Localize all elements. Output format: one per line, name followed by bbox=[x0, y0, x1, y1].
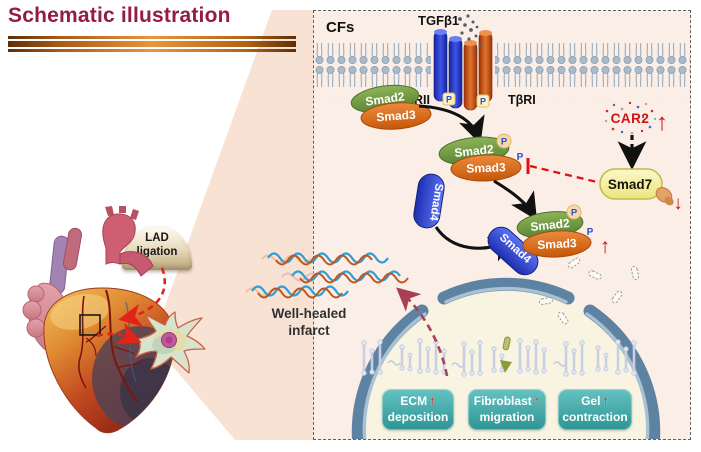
infarct-line2: infarct bbox=[288, 322, 330, 338]
lad-line2: ligation bbox=[136, 246, 178, 259]
degradation-blob-small bbox=[664, 196, 674, 206]
phospho-badge bbox=[566, 204, 582, 220]
smad7-decrease-indicator: ↓ bbox=[673, 193, 683, 214]
outcome-line2: migration bbox=[479, 410, 535, 425]
outcome-line1: Fibroblast bbox=[473, 394, 532, 409]
fibroblast-nucleolus bbox=[165, 336, 173, 344]
phospho-label: P bbox=[587, 227, 594, 238]
smad2-smad3-basal-complex: Smad2 Smad3 bbox=[350, 84, 432, 130]
outcome-line2: deposition bbox=[387, 410, 449, 425]
up-arrow-indicator: ↑ bbox=[429, 393, 436, 409]
tgfb-receptor-complex: P P bbox=[431, 29, 495, 111]
pathway-diagram: P P TGFβ1 TβRII TβRI Smad2 Smad3 Sm bbox=[314, 13, 690, 439]
pulmonary-artery bbox=[119, 251, 154, 277]
phospho-label: P bbox=[501, 137, 508, 148]
outcome-line1: ECM bbox=[400, 394, 428, 409]
smad3-label: Smad3 bbox=[537, 236, 577, 252]
transcription-factor-binding bbox=[500, 336, 512, 373]
page-title: Schematic illustration bbox=[8, 4, 231, 27]
car2-label: CAR2 bbox=[611, 111, 650, 126]
phospho-label: P bbox=[571, 208, 578, 219]
outcome-line2: contraction bbox=[562, 410, 628, 425]
phospho-label: P bbox=[480, 97, 486, 107]
activation-arrow-1 bbox=[418, 104, 485, 145]
smad4-free: Smad4 bbox=[413, 173, 445, 229]
ligation-site-square bbox=[79, 314, 101, 336]
phospho-label: P bbox=[446, 95, 452, 105]
smad-trimeric-complex: Smad4 Smad2 Smad3 P P ↑ bbox=[487, 204, 611, 276]
up-arrow-indicator: ↑ bbox=[602, 393, 609, 409]
smad7-label: Smad7 bbox=[608, 177, 652, 192]
ventricle-highlight bbox=[50, 293, 110, 331]
receptor-phospho-badge-left: P bbox=[442, 92, 456, 106]
accent-bar-top bbox=[8, 36, 296, 39]
smad7-inhibitor: Smad7 ↓ bbox=[599, 168, 683, 214]
tgfb1-ligand bbox=[458, 14, 482, 54]
wedge-shape bbox=[152, 10, 313, 440]
accent-bar-middle bbox=[8, 41, 296, 47]
outcome-gel-contraction: Gel↑ contraction bbox=[558, 389, 632, 430]
complex-increase-indicator: ↑ bbox=[600, 235, 611, 258]
smad4-label: Smad4 bbox=[427, 183, 445, 223]
smad2-label: Smad2 bbox=[530, 216, 571, 234]
cf-pathway-panel: P P TGFβ1 TβRII TβRI Smad2 Smad3 Sm bbox=[313, 10, 691, 440]
phospho-smad2-smad3-complex: Smad2 Smad3 P P bbox=[438, 133, 524, 182]
cell-type-label: CFs bbox=[326, 19, 355, 36]
accent-bar-bottom bbox=[8, 49, 296, 52]
smad7-inhibition-line bbox=[526, 158, 598, 184]
tbrii-receptor bbox=[433, 29, 463, 109]
tgfb1-label: TGFβ1 bbox=[418, 13, 459, 28]
lad-line1: LAD bbox=[145, 232, 169, 244]
well-healed-infarct-label: Well-healed infarct bbox=[250, 306, 368, 340]
receptor-phospho-badge-right: P bbox=[476, 94, 490, 108]
up-arrow-indicator: ↑ bbox=[533, 393, 541, 409]
phospho-label: P bbox=[517, 152, 524, 163]
activation-arrow-2 bbox=[493, 179, 538, 221]
car2-increase-indicator: ↑ bbox=[656, 109, 668, 136]
outcome-ecm-deposition: ECM↑ deposition bbox=[382, 389, 454, 430]
green-arrowhead bbox=[500, 360, 512, 373]
outcome-line1: Gel bbox=[581, 394, 601, 409]
aorta-arch bbox=[62, 206, 139, 271]
infarct-line1: Well-healed bbox=[271, 306, 347, 321]
car2-regulator: CAR2 ↑ bbox=[604, 101, 668, 170]
smad3-label: Smad3 bbox=[376, 108, 417, 125]
car2-speckles bbox=[604, 101, 657, 135]
outcome-fibroblast-migration: Fibroblast↑ migration bbox=[468, 389, 546, 430]
smad3-label: Smad3 bbox=[466, 160, 506, 175]
phospho-badge bbox=[496, 133, 512, 149]
tbri-label: TβRI bbox=[508, 93, 536, 107]
tbri-receptor bbox=[463, 30, 493, 111]
fibroblast-cell bbox=[135, 311, 206, 374]
